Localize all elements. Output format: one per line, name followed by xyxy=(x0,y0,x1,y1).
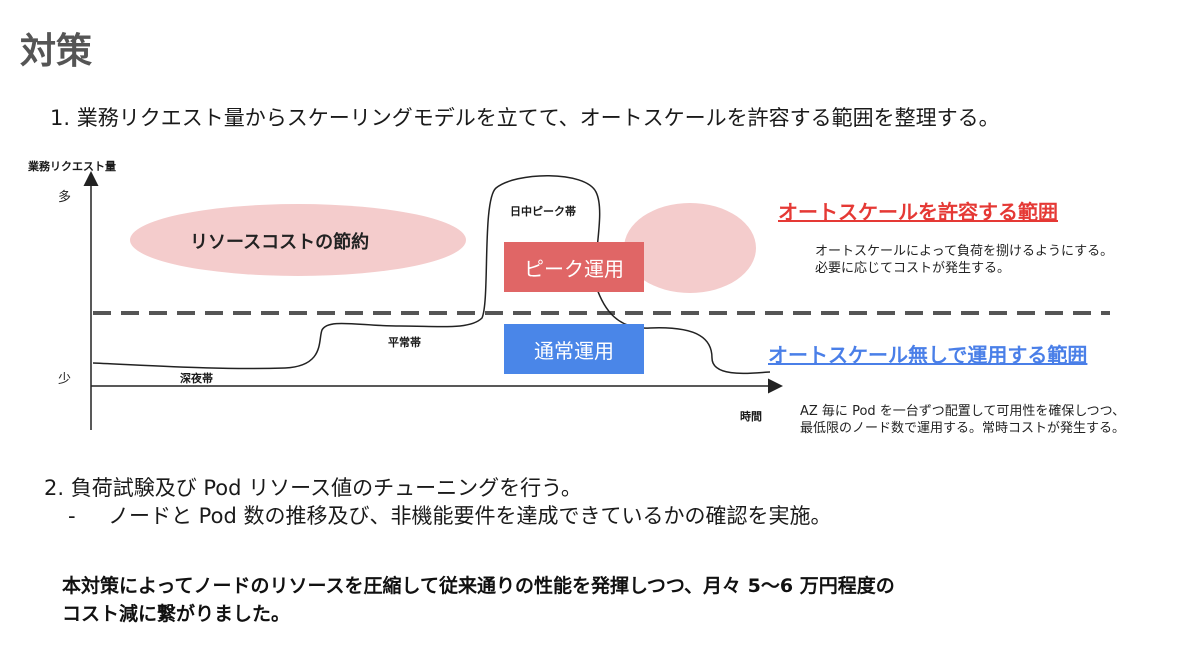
conclusion-text: 本対策によってノードのリソースを圧縮して従来通りの性能を発揮しつつ、月々 5〜6… xyxy=(62,572,895,628)
request-volume-curve xyxy=(92,175,771,375)
cost-saving-label: リソースコストの節約 xyxy=(190,232,370,253)
night-time-label: 深夜帯 xyxy=(180,372,213,385)
step-2-text: 2. 負荷試験及び Pod リソース値のチューニングを行う。 xyxy=(44,476,582,500)
page-title: 対策 xyxy=(20,31,93,72)
peak-time-label: 日中ピーク帯 xyxy=(510,205,576,218)
peak-operation-box: ピーク運用 xyxy=(504,242,644,292)
no-autoscale-desc-line-2: 最低限のノード数で運用する。常時コストが発生する。 xyxy=(800,421,1126,436)
no-autoscale-range-description: AZ 毎に Pod を一台ずつ配置して可用性を確保しつつ、 最低限のノード数で運… xyxy=(800,403,1125,437)
conclusion-line-1: 本対策によってノードのリソースを圧縮して従来通りの性能を発揮しつつ、月々 5〜6… xyxy=(62,575,895,597)
autoscale-desc-line-1: オートスケールによって負荷を捌けるようにする。 xyxy=(815,244,1114,259)
y-tick-high: 多 xyxy=(58,190,72,205)
step-2-subitem-text: ノードと Pod 数の推移及び、非機能要件を達成できているかの確認を実施。 xyxy=(108,504,832,528)
step-1-text: 1. 業務リクエスト量からスケーリングモデルを立てて、オートスケールを許容する範… xyxy=(50,106,1000,130)
normal-operation-label: 通常運用 xyxy=(534,338,614,363)
x-axis-label: 時間 xyxy=(740,410,762,423)
no-autoscale-desc-line-1: AZ 毎に Pod を一台ずつ配置して可用性を確保しつつ、 xyxy=(800,404,1126,419)
no-autoscale-range-link[interactable]: オートスケール無しで運用する範囲 xyxy=(768,343,1088,367)
normal-operation-box: 通常運用 xyxy=(504,324,644,374)
cost-saving-ellipse xyxy=(130,204,466,276)
subitem-dash: - xyxy=(68,504,76,528)
autoscale-desc-line-2: 必要に応じてコストが発生する。 xyxy=(815,261,1011,276)
peak-operation-label: ピーク運用 xyxy=(524,256,624,281)
y-tick-low: 少 xyxy=(58,372,72,387)
y-axis-label: 業務リクエスト量 xyxy=(28,160,116,173)
step-2-subitem: - ノードと Pod 数の推移及び、非機能要件を達成できているかの確認を実施。 xyxy=(68,500,831,530)
autoscale-ellipse xyxy=(624,203,756,293)
conclusion-line-2: コスト減に繋がりました。 xyxy=(62,603,291,625)
autoscale-range-description: オートスケールによって負荷を捌けるようにする。 必要に応じてコストが発生する。 xyxy=(815,243,1113,277)
normal-time-label: 平常帯 xyxy=(388,336,421,349)
autoscale-range-link[interactable]: オートスケールを許容する範囲 xyxy=(778,200,1058,224)
